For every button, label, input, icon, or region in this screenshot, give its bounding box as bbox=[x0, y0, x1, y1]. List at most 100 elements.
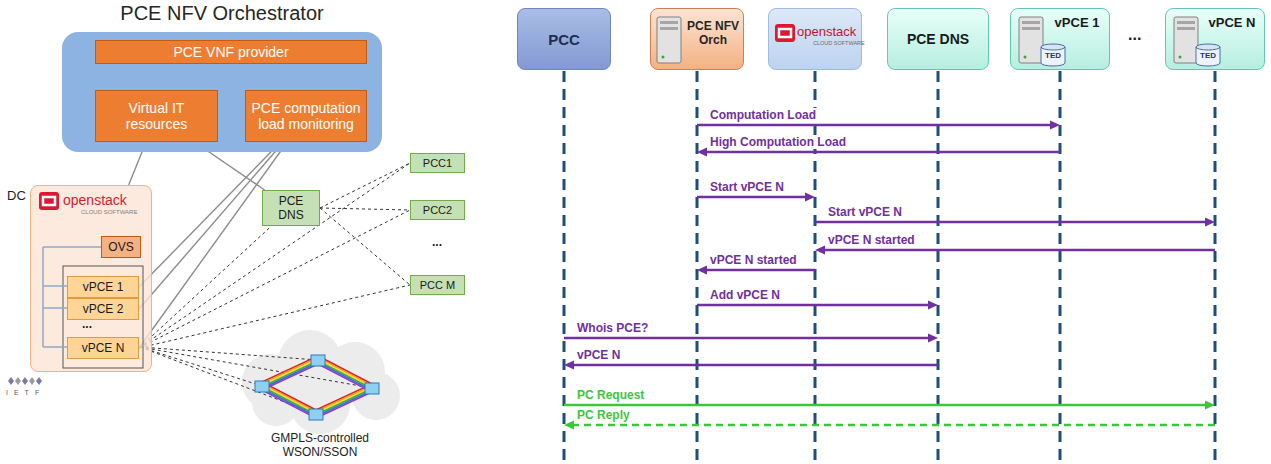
node-label: PCE computation load monitoring bbox=[250, 100, 362, 132]
participant-box: PCE DNS bbox=[887, 8, 989, 70]
ellipsis: ... bbox=[1128, 26, 1141, 44]
node-label: vPCE N bbox=[82, 341, 125, 355]
ellipsis: ... bbox=[432, 235, 442, 249]
process-box: Virtual IT resources bbox=[95, 90, 218, 142]
node-label: PCE VNF provider bbox=[173, 44, 288, 60]
participant-box: PCE NFV Orch bbox=[650, 8, 744, 70]
connector-line bbox=[564, 404, 1207, 407]
participant-box: vPCE N TED bbox=[1165, 8, 1265, 70]
message-label: Add vPCE N bbox=[708, 288, 782, 302]
message-label: Start vPCE N bbox=[708, 180, 786, 194]
message-label: vPCE N bbox=[575, 348, 622, 362]
participant-box: PCC bbox=[517, 8, 611, 70]
node-label: Virtual IT resources bbox=[100, 100, 213, 132]
arrow-head bbox=[928, 334, 938, 343]
arrow-head bbox=[805, 193, 815, 202]
ellipsis: ... bbox=[82, 317, 92, 331]
connector-line bbox=[705, 151, 1060, 154]
node-icon bbox=[651, 9, 743, 69]
connector-line bbox=[823, 249, 1215, 252]
connector-line bbox=[139, 163, 410, 348]
node-label: PCC M bbox=[420, 279, 455, 291]
logo-subtext: CLOUD SOFTWARE bbox=[813, 40, 865, 46]
lifelines bbox=[564, 71, 1215, 464]
process-box: PCE VNF provider bbox=[95, 40, 367, 64]
connector bbox=[320, 163, 410, 208]
arrow-head bbox=[1205, 401, 1215, 410]
connector-line bbox=[697, 304, 930, 307]
message-label: PC Reply bbox=[575, 408, 632, 422]
node-label: PCE DNS bbox=[907, 31, 969, 47]
client-box: PCC2 bbox=[410, 200, 465, 220]
connector bbox=[139, 226, 271, 348]
connector-line bbox=[320, 208, 410, 285]
connector-line bbox=[572, 364, 938, 367]
database-label: TED bbox=[1041, 51, 1065, 61]
node-label: PCE DNS bbox=[267, 194, 315, 222]
connector-line bbox=[139, 285, 410, 348]
dashed-control-links bbox=[140, 347, 372, 414]
vpce-box: vPCE N bbox=[67, 337, 139, 359]
connector bbox=[139, 142, 287, 348]
arrow-head bbox=[928, 301, 938, 310]
connector-line bbox=[139, 226, 271, 348]
connector-line bbox=[697, 124, 1052, 127]
process-box: PCE computation load monitoring bbox=[245, 90, 367, 142]
logo-text: openstack bbox=[63, 192, 127, 208]
connector-line bbox=[697, 196, 807, 199]
network-cloud bbox=[242, 330, 400, 434]
arrow-head bbox=[564, 361, 574, 370]
node-icon bbox=[769, 9, 861, 69]
connector-line bbox=[139, 210, 410, 348]
database-label: TED bbox=[1196, 51, 1220, 61]
participant-name: vPCE 1 bbox=[1047, 15, 1107, 30]
connector bbox=[320, 208, 410, 210]
participant-name: PCE NFV Orch bbox=[683, 19, 743, 47]
connector bbox=[320, 208, 410, 285]
connector bbox=[139, 210, 410, 348]
network-label: GMPLS-controlled WSON/SSON bbox=[262, 431, 378, 459]
arrow-head bbox=[564, 421, 574, 430]
arrow-head bbox=[1050, 121, 1060, 130]
vpce-box: vPCE 1 bbox=[67, 276, 139, 298]
node-label: PCC2 bbox=[423, 204, 452, 216]
participant-box: openstackCLOUD SOFTWARE bbox=[768, 8, 862, 70]
connector-line bbox=[815, 221, 1207, 224]
connector-line bbox=[139, 142, 287, 348]
node-label: vPCE 2 bbox=[83, 302, 124, 316]
message-label: vPCE N started bbox=[708, 253, 799, 267]
arrow-head bbox=[815, 246, 825, 255]
node-label: OVS bbox=[108, 240, 133, 254]
message-label: High Computation Load bbox=[708, 135, 848, 149]
message-label: Whois PCE? bbox=[575, 321, 650, 335]
arrow-head bbox=[697, 148, 707, 157]
message-label: Start vPCE N bbox=[826, 205, 904, 219]
client-box: PCC1 bbox=[410, 153, 465, 173]
switch-box: OVS bbox=[101, 236, 141, 258]
participant-name: vPCE N bbox=[1202, 15, 1262, 30]
logo-text: openstack bbox=[797, 24, 856, 39]
connector bbox=[139, 285, 410, 348]
connector-line bbox=[572, 424, 1215, 427]
connector-line bbox=[320, 163, 410, 208]
network-nodes bbox=[255, 355, 379, 420]
connector-line bbox=[705, 269, 815, 272]
orchestrator-panel: PCE NFV OrchestratorPCE VNF providerVirt… bbox=[62, 32, 382, 152]
connector-line bbox=[564, 337, 930, 340]
participant-box: vPCE 1 TED bbox=[1010, 8, 1110, 70]
message-label: vPCE N started bbox=[826, 233, 917, 247]
datacenter-box: DCopenstackCLOUD SOFTWAREOVSvPCE 1vPCE 2… bbox=[30, 185, 152, 372]
node-label: PCC bbox=[548, 31, 580, 48]
message-label: PC Request bbox=[575, 388, 646, 402]
vpce-box: vPCE 2 bbox=[67, 298, 139, 320]
ietf-logo bbox=[8, 377, 42, 385]
node-label: vPCE 1 bbox=[83, 280, 124, 294]
logo-text: IETF bbox=[6, 389, 45, 396]
node-label: PCC1 bbox=[423, 157, 452, 169]
dc-label: DC bbox=[7, 188, 26, 203]
logo-subtext: CLOUD SOFTWARE bbox=[81, 209, 137, 215]
connector bbox=[139, 163, 410, 348]
arrow-head bbox=[1205, 218, 1215, 227]
message-label: Computation Load bbox=[708, 108, 818, 122]
connector bbox=[564, 421, 1215, 430]
